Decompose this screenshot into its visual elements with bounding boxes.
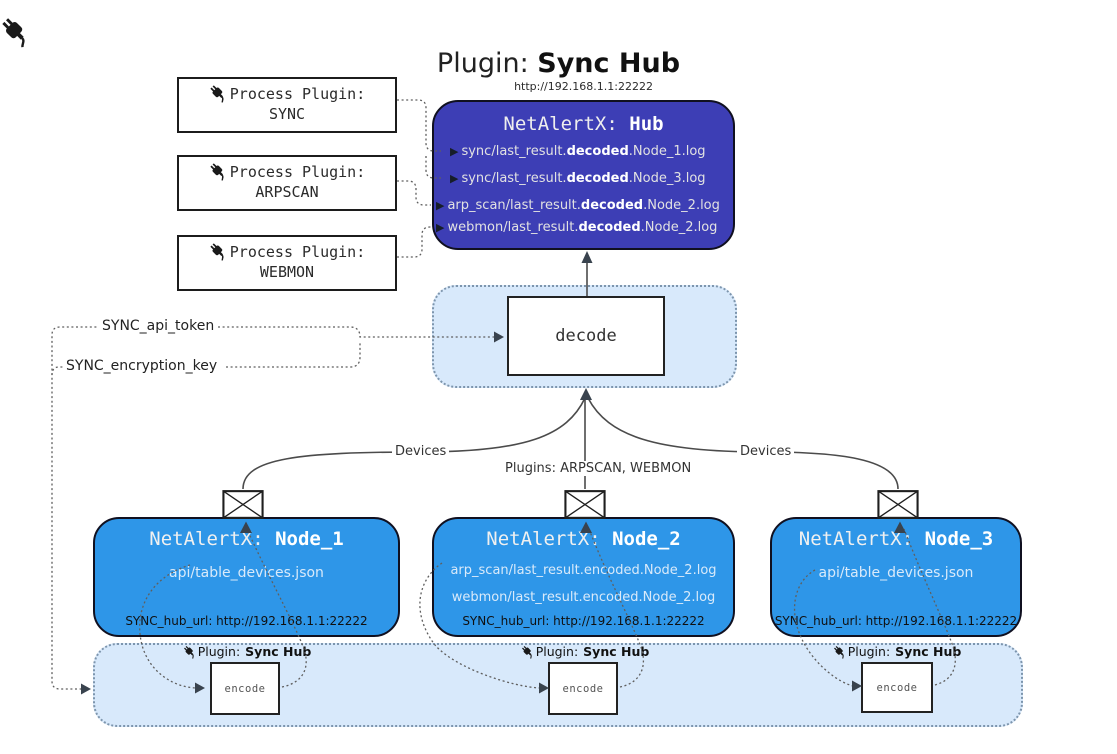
hub-box: NetAlertX: Hub ▶sync/last_result.decoded… <box>432 100 735 250</box>
arrowhead <box>580 388 592 400</box>
node-1-box: NetAlertX: Node_1 api/table_devices.json… <box>93 517 400 637</box>
sync-encryption-key-label: SYNC_encryption_key <box>63 358 221 374</box>
hub-log-entry: ▶webmon/last_result.decoded.Node_2.log <box>436 220 718 235</box>
devices-edge-label-left: Devices <box>392 444 450 459</box>
process-plugin-name: ARPSCAN <box>255 183 319 201</box>
process-plugin-sync-box: Process Plugin: SYNC <box>177 77 397 133</box>
arrowhead <box>581 251 593 263</box>
hub-log-entry: ▶arp_scan/last_result.decoded.Node_2.log <box>436 198 720 213</box>
devices-edge-label-right: Devices <box>737 444 795 459</box>
node-title: NetAlertX: Node_1 <box>149 528 344 550</box>
encode-box: encode <box>548 662 618 715</box>
node-2-box: NetAlertX: Node_2 arp_scan/last_result.e… <box>432 517 735 637</box>
decode-box: decode <box>507 296 665 376</box>
process-plugin-label: Process Plugin: <box>229 242 366 261</box>
envelope-icon <box>222 489 264 520</box>
log-arrow-icon: ▶ <box>450 145 459 158</box>
node-title: NetAlertX: Node_2 <box>486 528 681 550</box>
plug-icon <box>209 162 228 181</box>
token-to-bar-dotted <box>51 326 101 690</box>
node-hub-url: SYNC_hub_url: http://192.168.1.1:22222 <box>774 614 1018 628</box>
encoder-label: Plugin: Sync Hub <box>505 644 665 659</box>
process-plugin-name: SYNC <box>268 105 306 123</box>
arrowhead <box>81 683 91 695</box>
plug-icon <box>521 645 535 659</box>
node-file: api/table_devices.json <box>169 565 324 581</box>
envelope-icon <box>564 489 606 520</box>
page-title-bold: Sync Hub <box>537 48 681 79</box>
plugins-edge-label: Plugins: ARPSCAN, WEBMON <box>502 461 695 476</box>
plug-icon <box>833 645 847 659</box>
log-arrow-icon: ▶ <box>436 221 445 234</box>
process-plugin-label: Process Plugin: <box>229 162 366 181</box>
hub-title: NetAlertX: Hub <box>434 113 733 135</box>
hub-title-prefix: NetAlertX: <box>503 113 630 135</box>
node-hub-url: SYNC_hub_url: http://192.168.1.1:22222 <box>462 614 705 628</box>
process-plugin-webmon-box: Process Plugin: WEBMON <box>177 235 397 291</box>
encryption-key-join-dotted <box>226 342 361 368</box>
node-hub-url: SYNC_hub_url: http://192.168.1.1:22222 <box>125 614 368 628</box>
encode-box: encode <box>861 662 933 713</box>
encoder-label: Plugin: Sync Hub <box>817 644 977 659</box>
plug-icon <box>0 16 32 48</box>
envelope-icon <box>877 489 919 520</box>
plug-icon <box>183 645 197 659</box>
hub-title-bold: Hub <box>629 113 664 135</box>
node-3-box: NetAlertX: Node_3 api/table_devices.json… <box>770 517 1022 637</box>
process-plugin-arpscan-box: Process Plugin: ARPSCAN <box>177 155 397 211</box>
hub-url-label: http://192.168.1.1:22222 <box>514 80 653 93</box>
log-arrow-icon: ▶ <box>450 172 459 185</box>
process-plugin-label: Process Plugin: <box>229 84 366 103</box>
arpscan-to-hub-dotted <box>397 180 431 206</box>
page-title-prefix: Plugin: <box>436 48 538 79</box>
webmon-to-hub-dotted <box>397 226 433 258</box>
page-title: Plugin: Sync Hub <box>0 16 1117 79</box>
process-plugin-name: WEBMON <box>259 263 315 281</box>
plug-icon <box>209 84 228 103</box>
node-file: arp_scan/last_result.encoded.Node_2.log <box>450 563 717 578</box>
log-arrow-icon: ▶ <box>436 199 445 212</box>
node-file: api/table_devices.json <box>818 565 974 581</box>
hub-log-entry: ▶sync/last_result.decoded.Node_1.log <box>450 144 706 159</box>
encoder-label: Plugin: Sync Hub <box>167 644 327 659</box>
node-title: NetAlertX: Node_3 <box>798 528 994 550</box>
hub-log-entry: ▶sync/last_result.decoded.Node_3.log <box>450 171 706 186</box>
encode-box: encode <box>210 662 280 715</box>
plug-icon <box>209 242 228 261</box>
node-file: webmon/last_result.encoded.Node_2.log <box>451 590 716 605</box>
sync-api-token-label: SYNC_api_token <box>99 318 218 334</box>
